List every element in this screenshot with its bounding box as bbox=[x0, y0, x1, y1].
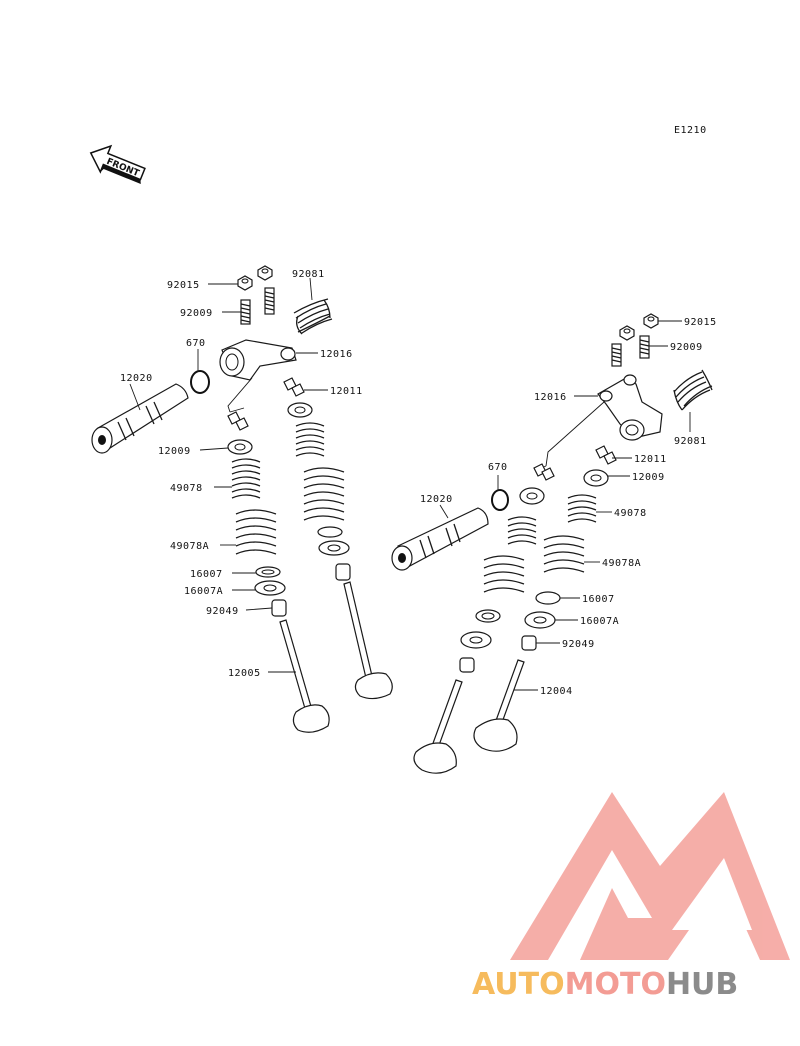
label-12016-right: 12016 bbox=[534, 392, 567, 403]
label-92081-left: 92081 bbox=[292, 269, 325, 280]
nut-92015-right bbox=[619, 313, 659, 341]
stem-seal-92049-left bbox=[271, 563, 351, 617]
part-labels: 92015 92009 92081 670 12016 12020 12011 … bbox=[120, 269, 717, 697]
label-92081-right: 92081 bbox=[674, 436, 707, 447]
label-670-right: 670 bbox=[488, 462, 508, 473]
label-12011-left: 12011 bbox=[330, 386, 363, 397]
retainer-12009-right bbox=[519, 469, 609, 505]
stem-seal-92049-right bbox=[459, 635, 537, 673]
label-49078-right: 49078 bbox=[614, 508, 647, 519]
label-12020-right: 12020 bbox=[420, 494, 453, 505]
right-valve-assembly bbox=[391, 313, 713, 774]
front-arrow-icon: FRONT bbox=[89, 144, 146, 184]
left-valve-assembly bbox=[91, 265, 393, 733]
label-12016-left: 12016 bbox=[320, 349, 353, 360]
watermark-moto: MOTO bbox=[565, 967, 666, 1002]
valve-12004-right bbox=[413, 659, 525, 774]
label-16007A-left: 16007A bbox=[184, 586, 223, 597]
spring-92081-right bbox=[673, 369, 713, 411]
inner-spring-49078-left bbox=[231, 422, 325, 499]
diagram-code: E1210 bbox=[674, 125, 707, 136]
label-49078A-right: 49078A bbox=[602, 558, 641, 569]
label-16007-left: 16007 bbox=[190, 569, 223, 580]
spring-seat-16007-left bbox=[254, 526, 350, 596]
o-ring-670-right bbox=[491, 489, 509, 511]
label-12004-right: 12004 bbox=[540, 686, 573, 697]
label-12011-right: 12011 bbox=[634, 454, 667, 465]
cotter-12011-right bbox=[533, 445, 617, 481]
label-92049-right: 92049 bbox=[562, 639, 595, 650]
label-49078A-left: 49078A bbox=[170, 541, 209, 552]
screw-92009-right bbox=[611, 335, 650, 367]
outer-spring-49078A-left bbox=[235, 467, 345, 555]
nut-92015-left bbox=[237, 265, 273, 291]
watermark-hub: HUB bbox=[666, 967, 738, 1002]
label-16007-right: 16007 bbox=[582, 594, 615, 605]
automotohub-watermark: AUTOMOTOHUB bbox=[472, 792, 790, 1002]
label-49078-left: 49078 bbox=[170, 483, 203, 494]
spring-92081-left bbox=[293, 298, 333, 335]
label-92009-left: 92009 bbox=[180, 308, 213, 319]
label-12009-left: 12009 bbox=[158, 446, 191, 457]
rocker-arm-12016-left bbox=[219, 339, 297, 413]
label-92009-right: 92009 bbox=[670, 342, 703, 353]
rocker-arm-12016-right bbox=[535, 374, 663, 471]
rocker-shaft-12020-left bbox=[91, 383, 189, 454]
inner-spring-49078-right bbox=[507, 494, 597, 545]
watermark-logo-icon bbox=[510, 792, 790, 960]
watermark-auto: AUTO bbox=[472, 967, 565, 1002]
label-16007A-right: 16007A bbox=[580, 616, 619, 627]
svg-text:AUTOMOTOHUB: AUTOMOTOHUB bbox=[472, 967, 738, 1002]
leader-lines bbox=[129, 277, 691, 691]
spring-seat-16007-right bbox=[460, 591, 561, 649]
cotter-12011-left bbox=[227, 377, 305, 431]
label-92015-right: 92015 bbox=[684, 317, 717, 328]
label-12005-left: 12005 bbox=[228, 668, 261, 679]
label-92015-left: 92015 bbox=[167, 280, 200, 291]
retainer-12009-left bbox=[227, 402, 313, 455]
screw-92009-left bbox=[240, 287, 275, 325]
label-92049-left: 92049 bbox=[206, 606, 239, 617]
rocker-shaft-12020-right bbox=[391, 507, 489, 571]
label-12009-right: 12009 bbox=[632, 472, 665, 483]
label-670-left: 670 bbox=[186, 338, 206, 349]
outer-spring-49078A-right bbox=[483, 535, 585, 593]
valve-12005-left bbox=[279, 581, 393, 733]
label-12020-left: 12020 bbox=[120, 373, 153, 384]
o-ring-670-left bbox=[190, 370, 210, 394]
